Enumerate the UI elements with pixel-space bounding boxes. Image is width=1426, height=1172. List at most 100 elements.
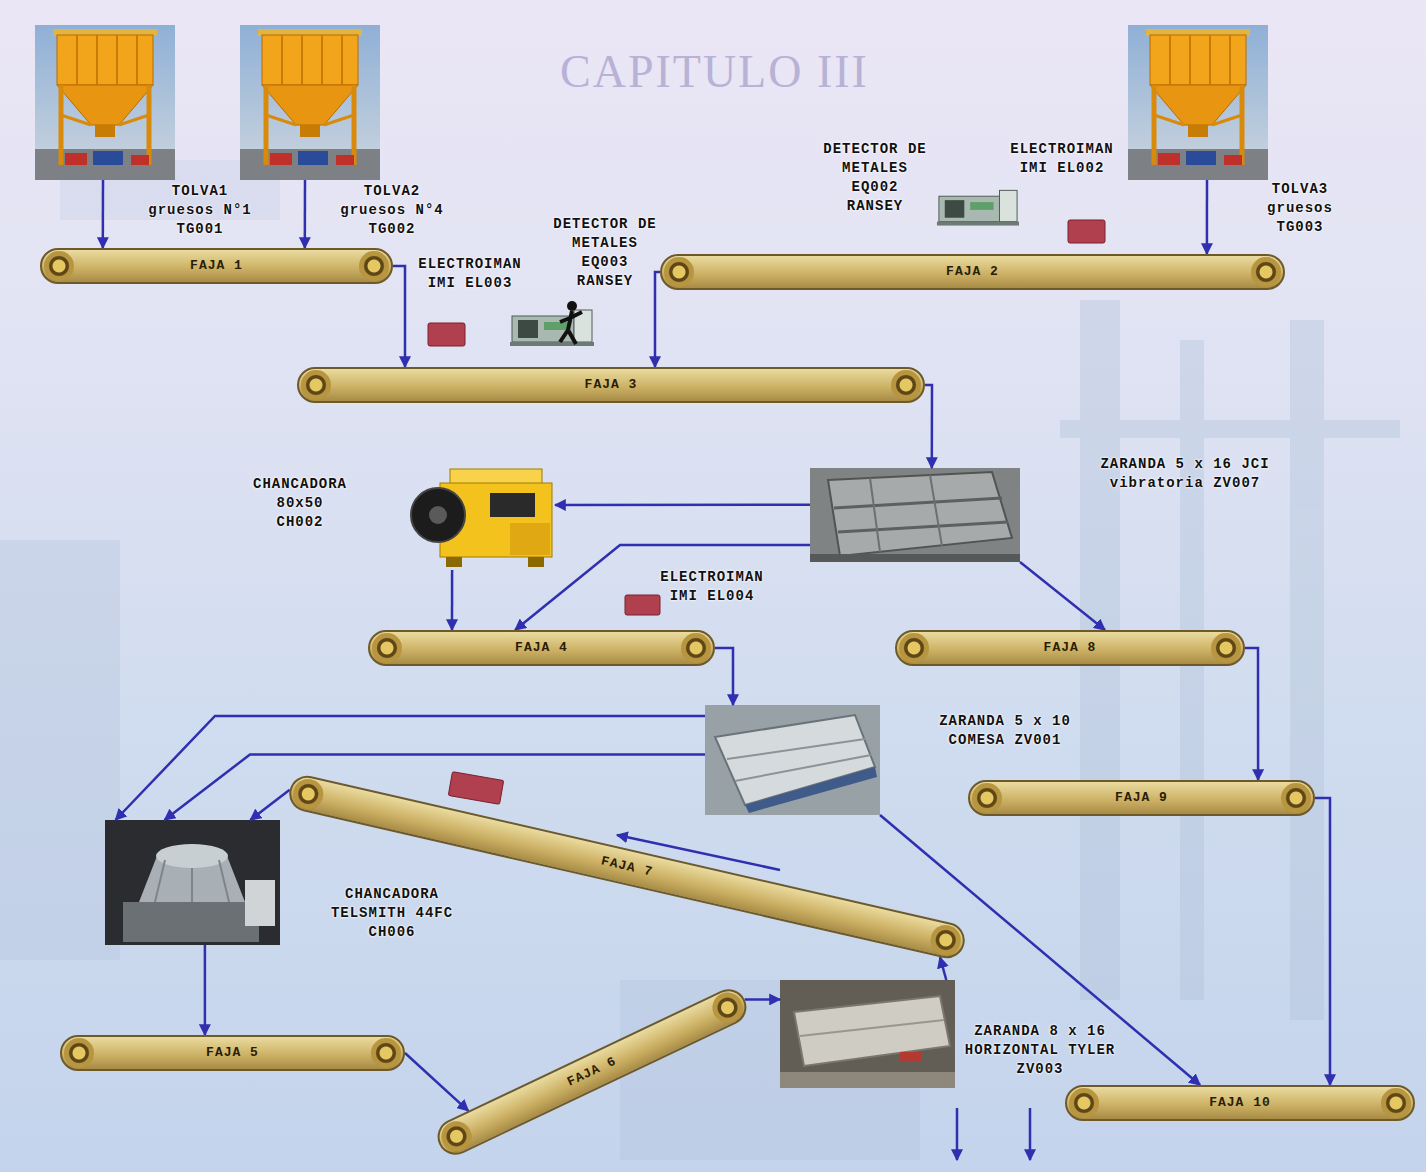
belt-label: FAJA 6 <box>561 1046 622 1098</box>
flow-arrow <box>655 272 660 367</box>
screen-picture <box>705 705 880 815</box>
electromagnet: ELECTROIMAN IMI EL002 <box>1068 220 1105 243</box>
discharge-arrow <box>956 1108 959 1160</box>
equipment-label: ELECTROIMAN IMI EL002 <box>1009 140 1115 178</box>
flow-arrow <box>940 957 946 980</box>
belt-pulley <box>891 370 921 400</box>
belt-label: FAJA 3 <box>585 369 638 401</box>
belt-label: FAJA 9 <box>1115 782 1168 814</box>
belt-pulley <box>64 1038 94 1068</box>
watermark-text: CAPITULO III <box>560 45 869 98</box>
equipment-label: TOLVA2 gruesos N°4 TG002 <box>337 182 447 239</box>
electromagnet-picture <box>1068 220 1105 243</box>
conveyor-belt: FAJA 1 <box>40 248 393 284</box>
horizontal-screen: ZARANDA 8 x 16 HORIZONTAL TYLER ZV003 <box>780 980 955 1088</box>
hopper: TOLVA3 gruesos TG003 <box>1128 25 1268 180</box>
belt-pulley <box>44 251 74 281</box>
screen: ZARANDA 5 x 10 COMESA ZV001 <box>705 705 880 815</box>
flow-arrow <box>393 266 405 367</box>
belt-pulley <box>359 251 389 281</box>
discharge-arrow <box>1029 1108 1032 1160</box>
belt-label: FAJA 8 <box>1044 632 1097 664</box>
belt-label: FAJA 1 <box>190 250 243 282</box>
flow-arrow <box>555 503 810 506</box>
belt-pulley <box>1251 257 1281 287</box>
conveyor-belt: FAJA 9 <box>968 780 1315 816</box>
flow-arrow <box>1245 648 1258 780</box>
flow-arrow <box>405 1053 468 1111</box>
metal-detector: DETECTOR DE METALES EQ003 RANSEY <box>508 300 595 352</box>
belt-pulley <box>437 1116 477 1156</box>
belt-pulley <box>681 633 711 663</box>
equipment-label: DETECTOR DE METALES EQ002 RANSEY <box>820 140 930 216</box>
equipment-label: ELECTROIMAN IMI EL003 <box>417 255 523 293</box>
belt-pulley <box>928 922 964 958</box>
flow-arrow <box>451 570 454 630</box>
belt-pulley <box>301 370 331 400</box>
equipment-label: TOLVA1 gruesos N°1 TG001 <box>145 182 255 239</box>
flow-arrow <box>250 790 289 820</box>
equipment-label: ZARANDA 5 x 16 JCI vibratoria ZV007 <box>1099 455 1271 493</box>
flow-arrow <box>715 648 733 705</box>
belt-label: FAJA 7 <box>598 846 657 889</box>
equipment-label: DETECTOR DE METALES EQ003 RANSEY <box>550 215 660 291</box>
jaw-crusher-picture <box>411 469 552 567</box>
flow-arrow <box>1020 562 1105 630</box>
hopper: TOLVA1 gruesos N°1 TG001 <box>35 25 175 180</box>
conveyor-belt: FAJA 8 <box>895 630 1245 666</box>
belt-pulley <box>1069 1088 1099 1118</box>
cone-crusher: CHANCADORA TELSMITH 44FC CH006 <box>105 820 280 945</box>
hopper-picture <box>240 25 380 180</box>
flow-arrow <box>204 945 207 1035</box>
metal-detector-picture <box>510 310 594 346</box>
belt-pulley <box>1281 783 1311 813</box>
hopper-picture <box>35 25 175 180</box>
equipment-label: CHANCADORA TELSMITH 44FC CH006 <box>330 885 454 942</box>
flow-arrow <box>515 545 810 630</box>
belt-pulley <box>1381 1088 1411 1118</box>
flow-arrow <box>745 998 780 1001</box>
belt-pulley <box>371 1038 401 1068</box>
jaw-crusher: CHANCADORA 80x50 CH002 <box>410 465 555 570</box>
belt-pulley <box>972 783 1002 813</box>
electromagnet-picture <box>428 323 465 346</box>
operator-figure <box>560 301 582 344</box>
equipment-label: ELECTROIMAN IMI EL004 <box>659 568 765 606</box>
flow-arrow <box>102 180 105 248</box>
equipment-label: ZARANDA 5 x 10 COMESA ZV001 <box>938 712 1072 750</box>
conveyor-belt: FAJA 4 <box>368 630 715 666</box>
background-photo <box>0 160 1400 1160</box>
vibrating-screen: ZARANDA 5 x 16 JCI vibratoria ZV007 <box>810 468 1020 562</box>
metal-detector: DETECTOR DE METALES EQ002 RANSEY <box>935 180 1020 232</box>
belt-pulley <box>708 988 748 1028</box>
flow-arrow <box>925 385 932 468</box>
cone-crusher-picture <box>105 820 280 945</box>
conveyor-belt: FAJA 2 <box>660 254 1285 290</box>
conveyor-belt: FAJA 5 <box>60 1035 405 1071</box>
belt-pulley <box>372 633 402 663</box>
conveyor-belt: FAJA 10 <box>1065 1085 1415 1121</box>
belt-label: FAJA 10 <box>1209 1087 1271 1119</box>
flow-arrow <box>1206 180 1209 254</box>
vibrating-screen-picture <box>810 468 1020 562</box>
belt-pulley <box>290 776 326 812</box>
electromagnet-picture <box>448 772 503 805</box>
electromagnet: ELECTROIMAN IMI EL004 <box>625 595 660 615</box>
belt-pulley <box>1211 633 1241 663</box>
conveyor-belt: FAJA 6 <box>432 983 753 1161</box>
hopper-picture <box>1128 25 1268 180</box>
belt-pulley <box>664 257 694 287</box>
electromagnet: ELECTROIMAN IMI EL003 <box>428 323 465 346</box>
equipment-label: TOLVA3 gruesos TG003 <box>1263 180 1337 237</box>
conveyor-belt: FAJA 3 <box>297 367 925 403</box>
flow-arrow <box>1315 798 1330 1085</box>
equipment-label: ZARANDA 8 x 16 HORIZONTAL TYLER ZV003 <box>964 1022 1116 1079</box>
belt-label: FAJA 4 <box>515 632 568 664</box>
hopper: TOLVA2 gruesos N°4 TG002 <box>240 25 380 180</box>
belt-pulley <box>899 633 929 663</box>
metal-detector-picture <box>937 190 1019 225</box>
flow-arrow <box>304 180 307 248</box>
electromagnet-picture <box>625 595 660 615</box>
belt-label: FAJA 2 <box>946 256 999 288</box>
